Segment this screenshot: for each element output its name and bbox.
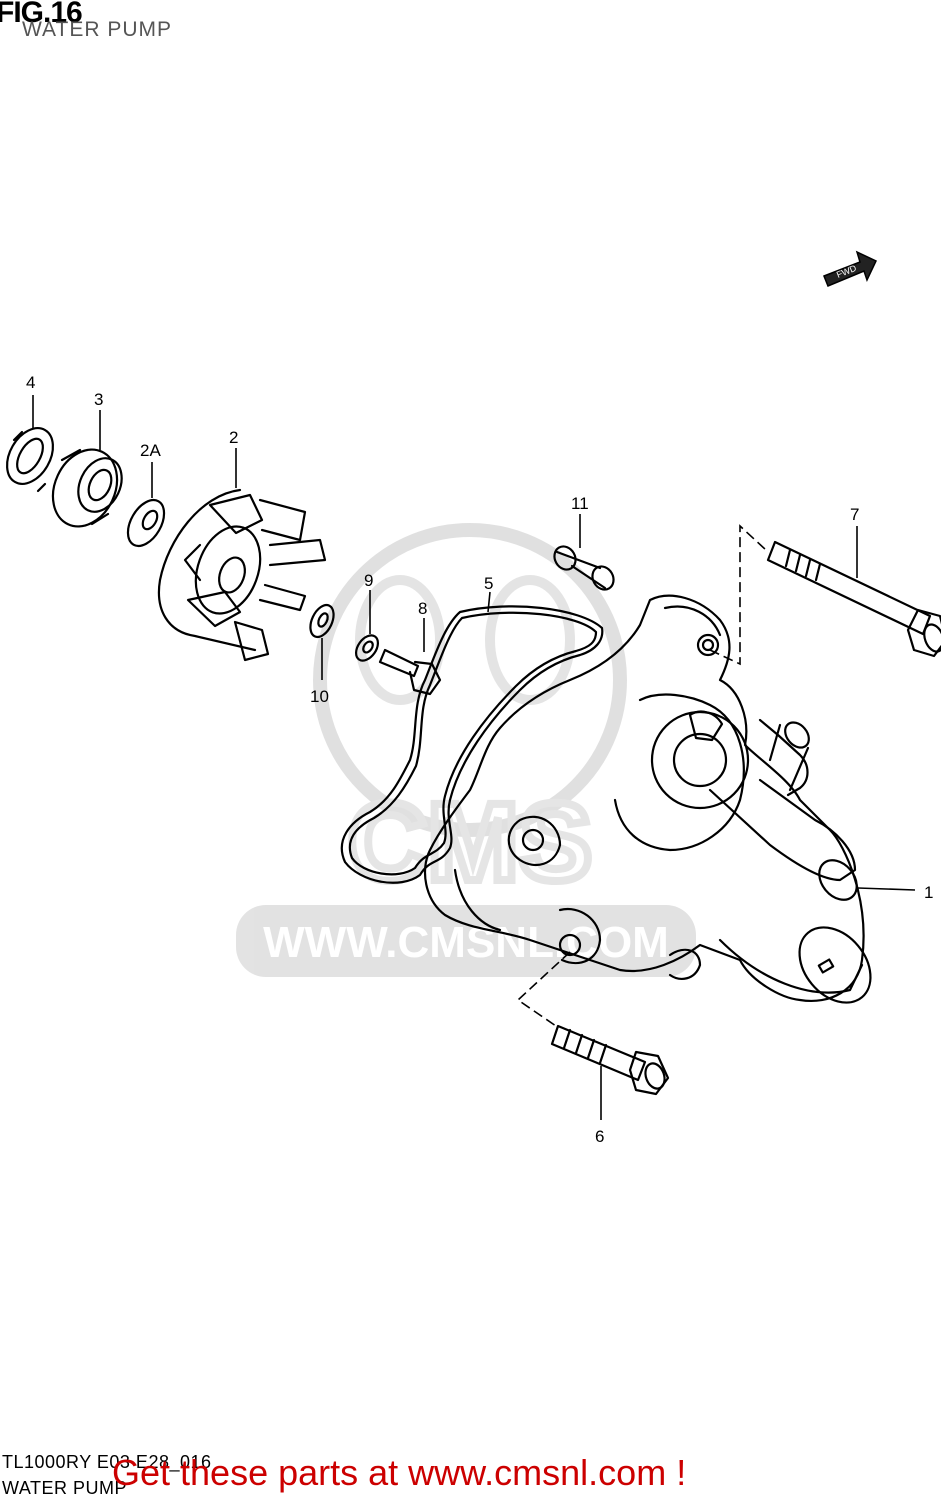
part-number-2a: 2A xyxy=(140,441,161,460)
impeller-part xyxy=(157,488,327,662)
leader-lines xyxy=(32,395,916,1120)
part-number-5: 5 xyxy=(484,574,493,593)
oil-seal-part xyxy=(5,427,55,493)
mechanical-seal-part xyxy=(51,448,123,528)
washer-part xyxy=(126,498,166,548)
figure-title: WATER PUMP xyxy=(22,18,172,41)
part-number-4: 4 xyxy=(26,373,35,392)
part-number-10: 10 xyxy=(310,687,329,706)
model-code: TL1000RY E03 E28_016 xyxy=(2,1452,212,1472)
footer-title: WATER PUMP xyxy=(2,1478,127,1498)
promo-link[interactable]: Get these parts at www.cmsnl.com ! xyxy=(112,1452,687,1493)
part-number-3: 3 xyxy=(94,390,103,409)
fwd-arrow: FWD xyxy=(823,250,877,287)
long-bolt-part xyxy=(766,540,941,658)
small-washer-part xyxy=(354,634,380,662)
part-number-1: 1 xyxy=(924,883,933,902)
part-number-7: 7 xyxy=(850,505,859,524)
o-ring-part xyxy=(340,605,604,884)
part-number-9: 9 xyxy=(364,571,373,590)
short-bolt-part xyxy=(550,1024,670,1096)
part-numbers: 4 3 2A 2 11 7 9 5 8 10 1 6 xyxy=(26,373,933,1146)
dowel-pin-part xyxy=(553,545,615,591)
part-number-11: 11 xyxy=(571,494,589,513)
gasket-washer-part xyxy=(309,603,335,639)
part-number-2: 2 xyxy=(229,428,238,447)
part-number-8: 8 xyxy=(418,599,427,618)
figure-label: FIG.16 xyxy=(0,0,83,29)
impeller-bolt-part xyxy=(378,648,442,696)
part-number-6: 6 xyxy=(595,1127,604,1146)
water-pump-housing-part xyxy=(423,594,872,1004)
watermark-url: WWW.CMSNL.COM xyxy=(263,918,669,967)
